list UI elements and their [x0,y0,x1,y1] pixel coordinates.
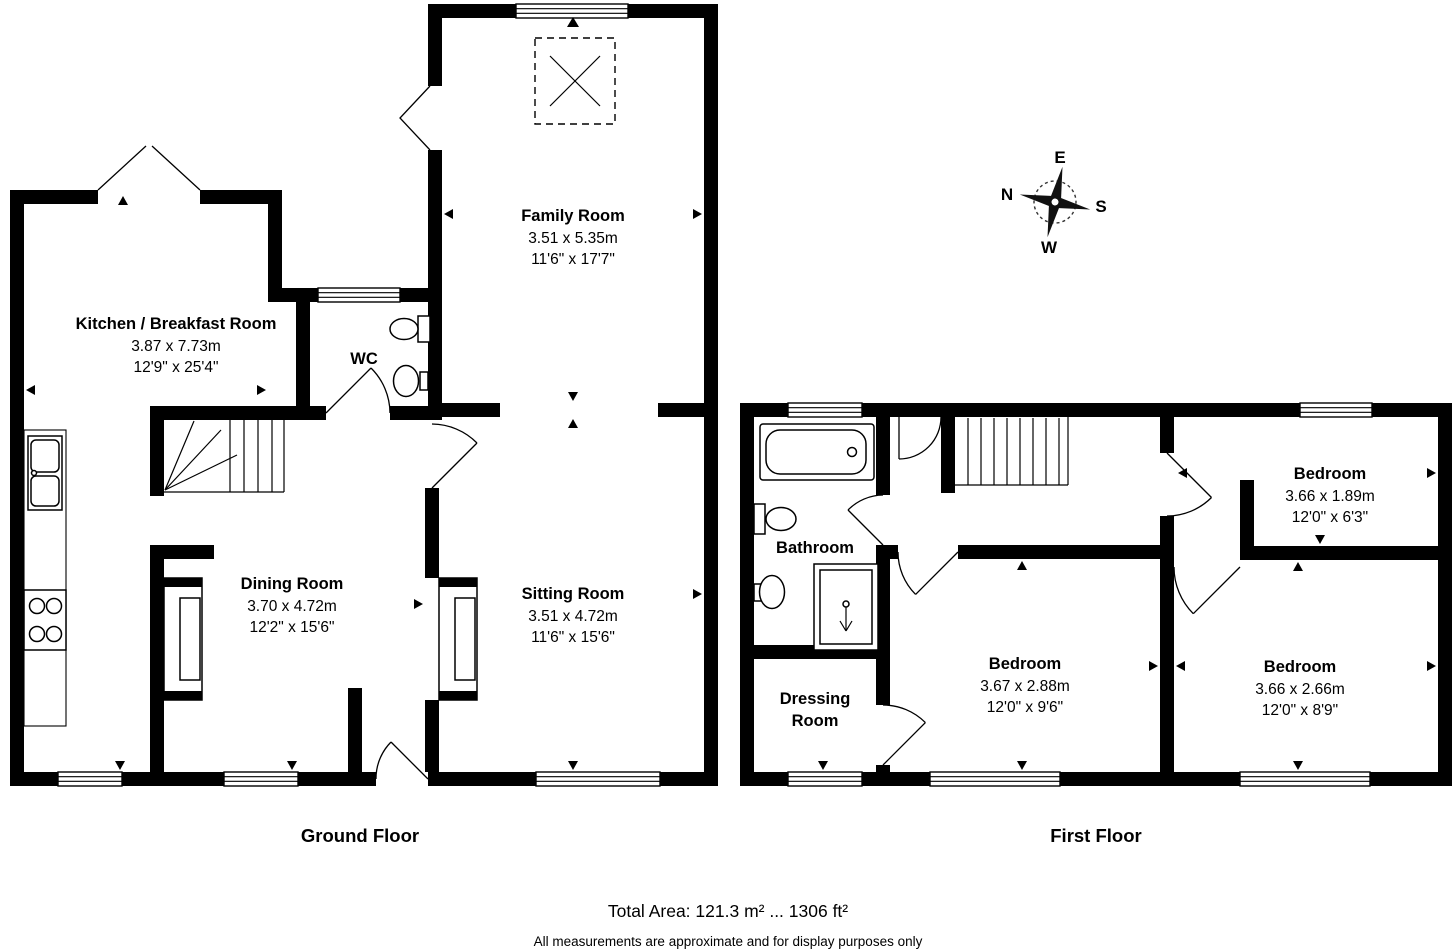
dressing-door-leaf [882,722,926,766]
dining-room-label: Dining Room [241,575,344,593]
family-room-imperial: 11'6" x 17'7" [531,251,615,268]
bedroom-top-label: Bedroom [1294,465,1366,483]
compass-east-label: E [1054,148,1065,167]
window [929,771,1061,787]
bedroom-top-metric: 3.66 x 1.89m [1285,488,1375,505]
compass-north-label: N [1001,185,1013,204]
bathroom-door-leaf [847,509,884,546]
window [787,771,863,787]
stairs-first-floor [955,417,1069,486]
ground-floor: Kitchen / Breakfast Room 3.87 x 7.73m 12… [10,3,718,846]
sitting-room-label: Sitting Room [522,585,625,603]
dining-room-imperial: 12'2" x 15'6" [249,619,334,636]
total-area-text: Total Area: 121.3 m² ... 1306 ft² [608,901,848,921]
family-room-metric: 3.51 x 5.35m [528,230,618,247]
first-floor-doors [847,416,1241,766]
bedroom-right-door-arc [1173,566,1194,615]
bedroom-center-label: Bedroom [989,655,1061,673]
kitchen-hob [23,589,67,651]
dressing-room-label-line1: Dressing [780,690,851,708]
first-floor-walls [740,403,1452,786]
compass-west-label: W [1041,238,1058,257]
stairs [164,420,285,493]
first-floor-markers [818,468,1436,770]
french-door-leaf [151,145,201,191]
bathroom-toilet [753,503,797,535]
window [223,771,299,787]
shower [813,563,879,651]
kitchen-counter [23,429,67,727]
wc-label: WC [350,350,378,368]
bedroom-top-door-arc [1166,497,1212,517]
skylight [534,37,616,125]
kitchen-imperial: 12'9" x 25'4" [133,359,218,376]
ground-floor-markers [26,17,702,770]
window [535,771,661,787]
bedroom-right-door-leaf [1192,566,1241,615]
wc-sink [392,364,429,398]
sitting-room-metric: 3.51 x 4.72m [528,608,618,625]
first-floor-title: First Floor [1050,825,1141,846]
bedroom-center-door-arc [897,551,917,595]
bedroom-right-metric: 3.66 x 2.66m [1255,681,1345,698]
first-floor-windows [787,402,1373,787]
sitting-door-leaf [431,442,478,489]
bedroom-center-imperial: 12'0" x 9'6" [987,699,1063,716]
first-floor: Bathroom Bedroom 3.66 x 1.89m 12'0" x 6'… [740,402,1452,846]
bedroom-center-metric: 3.67 x 2.88m [980,678,1070,695]
landing-door-arc [898,416,942,460]
dining-room-metric: 3.70 x 4.72m [247,598,337,615]
bathroom-label: Bathroom [776,539,854,557]
kitchen-label: Kitchen / Breakfast Room [76,315,277,333]
dressing-room-label-line2: Room [792,712,839,730]
bathtub [759,423,875,481]
sitting-room-imperial: 11'6" x 15'6" [531,629,615,646]
french-door-leaf [97,145,147,191]
compass-south-label: S [1095,197,1106,216]
family-room-door [399,85,431,151]
sitting-door-arc [431,423,478,444]
front-door-leaf [390,741,429,780]
wc-door-arc [370,367,391,414]
window [317,287,401,303]
ground-floor-walls [10,4,718,786]
bathroom-door-arc [847,494,884,511]
dining-fireplace [163,577,203,701]
front-door-arc [375,741,392,780]
window [57,771,123,787]
window [1299,402,1373,418]
bathroom-sink [753,574,786,610]
ground-floor-doors [97,85,478,780]
kitchen-sink [27,435,63,511]
window [787,402,863,418]
window [515,3,629,19]
bedroom-right-label: Bedroom [1264,658,1336,676]
kitchen-metric: 3.87 x 7.73m [131,338,221,355]
compass-rose: E N S W [1001,148,1107,257]
family-room-label: Family Room [521,207,625,225]
wc-toilet [389,315,431,343]
disclaimer-text: All measurements are approximate and for… [534,934,923,949]
bedroom-right-imperial: 12'0" x 8'9" [1262,702,1338,719]
window [1239,771,1371,787]
sitting-fireplace [438,577,478,701]
bedroom-top-imperial: 12'0" x 6'3" [1292,509,1368,526]
bedroom-center-door-leaf [915,551,959,595]
bedroom-top-door-leaf [1166,452,1212,498]
wc-door-leaf [325,367,372,414]
ground-floor-title: Ground Floor [301,825,419,846]
dressing-door-arc [882,704,926,724]
ground-floor-windows [57,3,661,787]
